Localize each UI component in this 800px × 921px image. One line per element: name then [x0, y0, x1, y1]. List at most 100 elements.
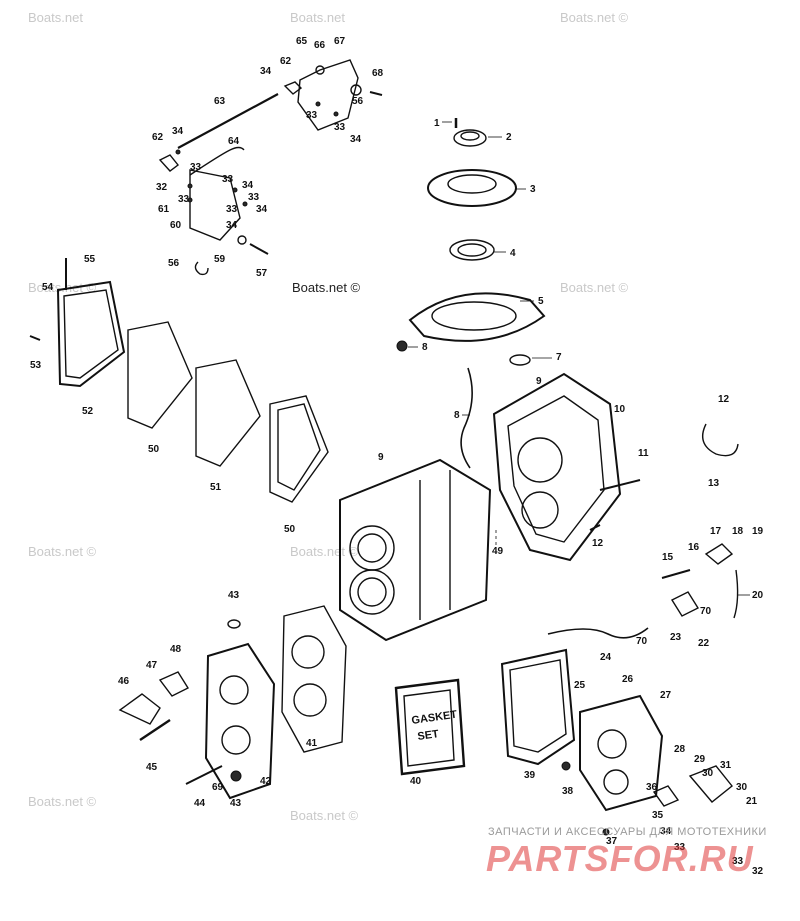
callout: 46 [118, 676, 130, 687]
gasket-box-line-1: GASKET [411, 709, 458, 727]
callout: 3 [530, 184, 536, 195]
callout: 50 [148, 444, 160, 455]
watermark: Boats.net [290, 10, 345, 25]
callout: 67 [334, 36, 346, 47]
lower-right-group [500, 423, 739, 836]
callout: 4 [510, 248, 516, 259]
callout: 1 [434, 118, 440, 129]
callout: 34 [226, 220, 238, 231]
callout: 7 [556, 352, 562, 363]
callout: 10 [614, 404, 626, 415]
callout: 47 [146, 660, 158, 671]
callout: 62 [152, 132, 164, 143]
callout: 33 [178, 194, 190, 205]
callout: 53 [30, 360, 42, 371]
callout: 18 [732, 526, 744, 537]
callout: 2 [506, 132, 512, 143]
callout: 48 [170, 644, 182, 655]
callout: 24 [600, 652, 612, 663]
callout: 9 [378, 452, 384, 463]
footer-logo: PARTSFOR.RU [486, 838, 754, 879]
watermark: Boats.net © [560, 280, 629, 295]
watermark: Boats.net © [290, 808, 359, 823]
callout: 30 [736, 782, 748, 793]
callout: 33 [334, 122, 346, 133]
callout: 34 [256, 204, 268, 215]
callout: 12 [718, 394, 730, 405]
callout: 37 [606, 836, 618, 847]
watermark: Boats.net © [560, 10, 629, 25]
callout: 34 [260, 66, 272, 77]
callout: 16 [688, 542, 700, 553]
callout: 23 [670, 632, 682, 643]
callout: 33 [222, 174, 234, 185]
callout: 61 [158, 204, 170, 215]
throttle-linkage-group [158, 59, 383, 276]
footer-tagline: ЗАПЧАСТИ И АКСЕССУАРЫ ДЛЯ МОТОТЕХНИКИ [488, 826, 767, 838]
callout: 70 [700, 606, 712, 617]
callout: 50 [284, 524, 296, 535]
callout: 29 [694, 754, 706, 765]
cylinder-block [339, 458, 492, 642]
callout: 9 [536, 376, 542, 387]
callout: 41 [306, 738, 318, 749]
callout: 26 [622, 674, 634, 685]
callout: 8 [454, 410, 460, 421]
callout: 33 [190, 162, 202, 173]
callout: 5 [538, 296, 544, 307]
callout: 54 [42, 282, 54, 293]
callout: 56 [352, 96, 364, 107]
callout: 36 [646, 782, 658, 793]
watermark: Boats.net © [292, 280, 361, 295]
callout: 28 [674, 744, 686, 755]
callout: 30 [702, 768, 714, 779]
callout: 56 [168, 258, 180, 269]
gasket-box-line-2: SET [417, 728, 440, 743]
callout: 45 [146, 762, 158, 773]
callout: 21 [746, 796, 758, 807]
callout: 33 [306, 110, 318, 121]
callout: 51 [210, 482, 222, 493]
callout: 33 [248, 192, 260, 203]
callout: 19 [752, 526, 764, 537]
callout: 12 [592, 538, 604, 549]
callout: 55 [84, 254, 96, 265]
callout: 33 [674, 842, 686, 853]
callout: 17 [710, 526, 722, 537]
callout: 66 [314, 40, 326, 51]
gasket-set-box: GASKET SET [394, 678, 466, 776]
watermark: Boats.net © [28, 794, 97, 809]
callout: 44 [194, 798, 206, 809]
callout: 33 [226, 204, 238, 215]
callout: 62 [280, 56, 292, 67]
callout: 11 [638, 448, 649, 459]
callout: 22 [698, 638, 710, 649]
callout: 13 [708, 478, 720, 489]
callout: 32 [752, 866, 764, 877]
watermark: Boats.net © [290, 544, 359, 559]
callout: 64 [228, 136, 240, 147]
crankcase-right-half [492, 372, 641, 562]
callout: 59 [214, 254, 226, 265]
callout: 70 [636, 636, 648, 647]
callout: 42 [260, 776, 272, 787]
callout: 60 [170, 220, 182, 231]
cylinder-head-group [118, 605, 347, 800]
callout-labels: 65 66 67 62 34 68 56 63 33 33 34 62 34 6… [30, 36, 764, 877]
callout: 68 [372, 68, 384, 79]
watermark: Boats.net © [28, 544, 97, 559]
callout: 49 [492, 546, 504, 557]
callout: 63 [214, 96, 226, 107]
callout: 34 [172, 126, 184, 137]
callout: 69 [212, 782, 224, 793]
callout: 35 [652, 810, 664, 821]
callout: 20 [752, 590, 764, 601]
callout: 31 [720, 760, 732, 771]
callout: 34 [242, 180, 254, 191]
callout: 57 [256, 268, 268, 279]
callout: 32 [156, 182, 168, 193]
callout: 27 [660, 690, 672, 701]
exhaust-plates-group [29, 258, 329, 503]
callout: 25 [574, 680, 586, 691]
watermark: Boats.net [28, 10, 83, 25]
